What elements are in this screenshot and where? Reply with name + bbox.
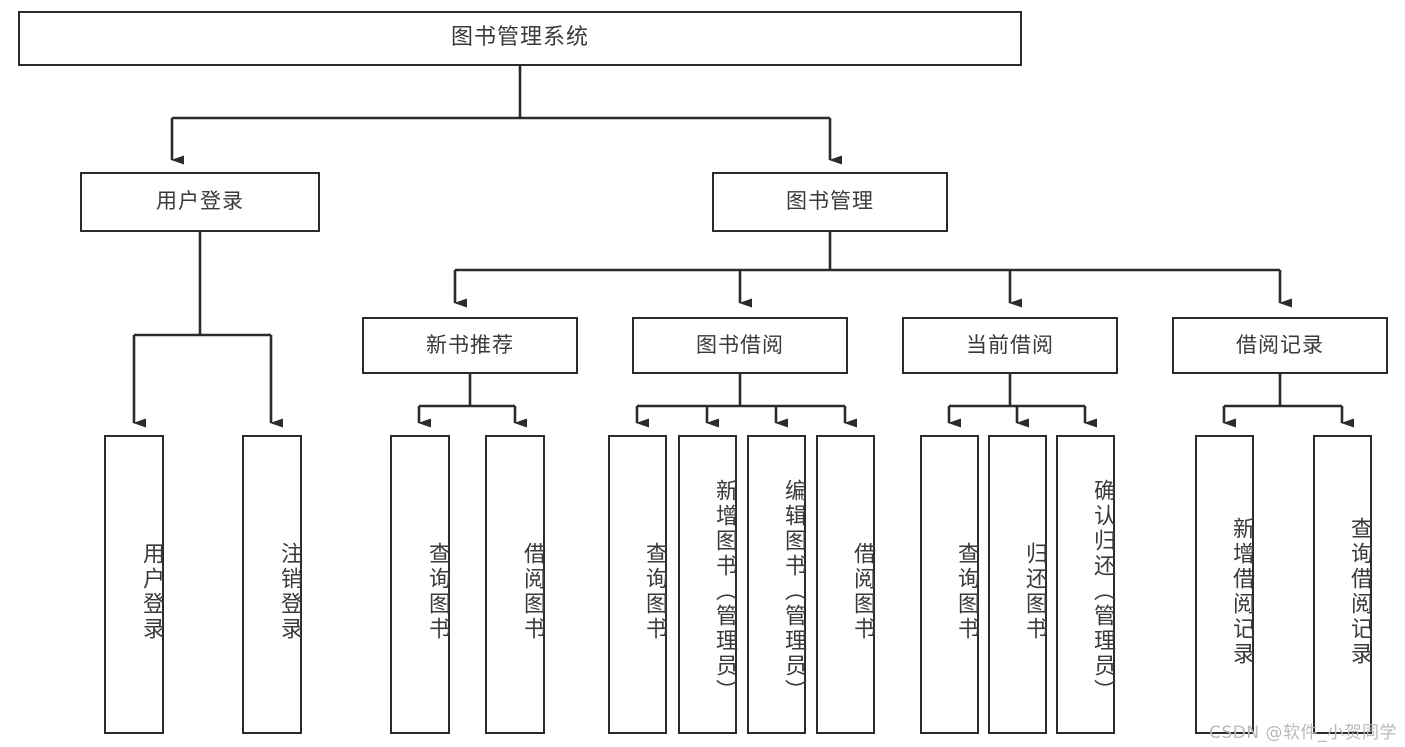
node-current-borrowing[interactable]: 当前借阅 — [902, 317, 1118, 374]
leaf-return-books[interactable]: 归还图书 — [988, 435, 1047, 734]
leaf-borrow-books-new-book[interactable]: 借阅图书 — [485, 435, 545, 734]
node-book-borrowing[interactable]: 图书借阅 — [632, 317, 848, 374]
node-new-book-recommendation[interactable]: 新书推荐 — [362, 317, 578, 374]
leaf-edit-book-admin[interactable]: 编辑图书（管理员） — [747, 435, 806, 734]
node-user-login[interactable]: 用户登录 — [80, 172, 320, 232]
leaf-logout-login[interactable]: 注销登录 — [242, 435, 302, 734]
leaf-add-book-admin[interactable]: 新增图书（管理员） — [678, 435, 737, 734]
leaf-confirm-return-admin[interactable]: 确认归还（管理员） — [1056, 435, 1115, 734]
leaf-query-borrow-record[interactable]: 查询借阅记录 — [1313, 435, 1372, 734]
leaf-user-login[interactable]: 用户登录 — [104, 435, 164, 734]
node-root-book-management-system[interactable]: 图书管理系统 — [18, 11, 1022, 66]
csdn-watermark: CSDN @软件_小贺同学 — [1209, 723, 1397, 743]
leaf-add-borrow-record[interactable]: 新增借阅记录 — [1195, 435, 1254, 734]
leaf-borrow-books[interactable]: 借阅图书 — [816, 435, 875, 734]
node-borrowing-record[interactable]: 借阅记录 — [1172, 317, 1388, 374]
leaf-query-books-new-book[interactable]: 查询图书 — [390, 435, 450, 734]
leaf-query-books-borrow[interactable]: 查询图书 — [608, 435, 667, 734]
leaf-query-books-current[interactable]: 查询图书 — [920, 435, 979, 734]
node-book-management[interactable]: 图书管理 — [712, 172, 948, 232]
